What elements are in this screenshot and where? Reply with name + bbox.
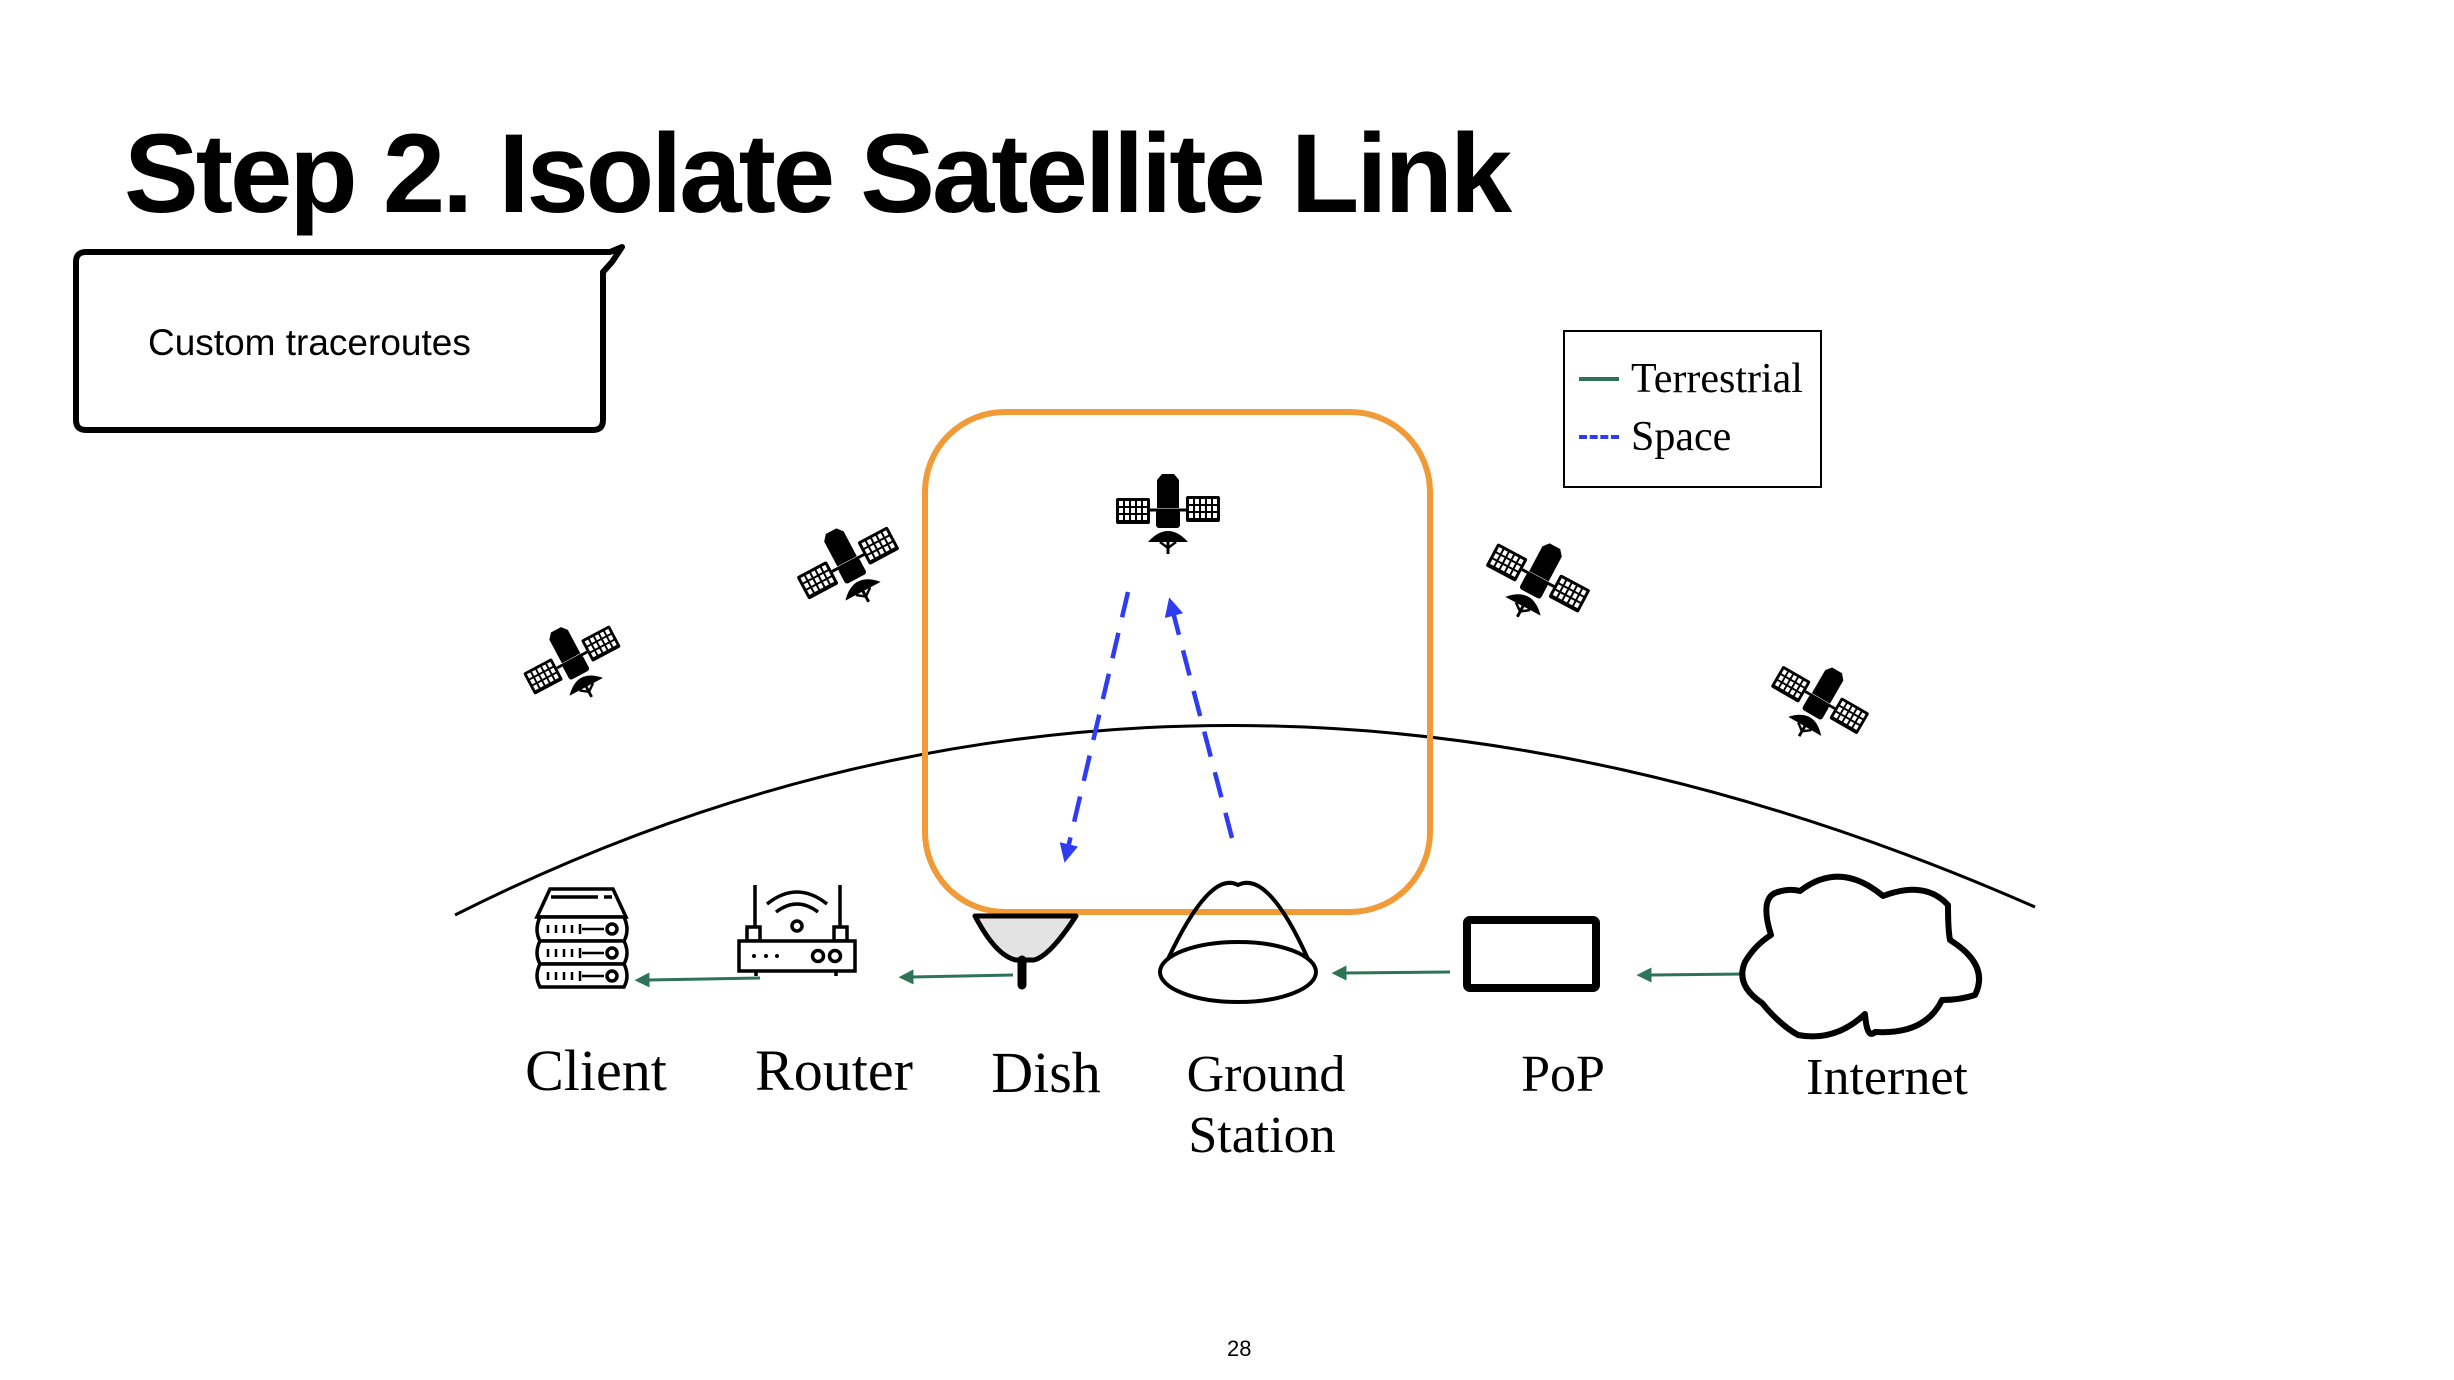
terrestrial-link-pop-to-groundstation (1331, 965, 1451, 981)
terrestrial-link-dish-to-router (898, 969, 1014, 985)
satellite-icon-2 (783, 505, 917, 628)
legend-swatch-dashed-line (1579, 435, 1619, 439)
callout-box (73, 244, 625, 433)
satellite-icon-4 (1754, 644, 1882, 763)
server-stack-icon (534, 887, 629, 989)
terrestrial-link-router-to-client (634, 972, 761, 988)
node-label-router: Router (755, 1038, 913, 1103)
node-label-client: Client (525, 1038, 667, 1103)
legend-label: Space (1631, 414, 1732, 460)
legend-item-terrestrial: Terrestrial (1579, 354, 1803, 404)
legend-item-space: Space (1579, 412, 1731, 462)
earth-horizon-arc (454, 724, 2036, 917)
node-label-pop: PoP (1521, 1046, 1605, 1103)
satellite-icon-highlighted (1114, 472, 1222, 556)
page-number: 28 (1227, 1336, 1252, 1361)
wifi-router-icon (737, 885, 857, 976)
slide-title: Step 2. Isolate Satellite Link (124, 111, 1512, 236)
cloud-icon (1739, 873, 1982, 1040)
legend-label: Terrestrial (1631, 356, 1803, 402)
space-link-satellite-to-dish (1059, 591, 1131, 863)
pop-box-icon (1463, 916, 1600, 992)
node-label-dish: Dish (991, 1040, 1101, 1105)
legend-swatch-solid-line (1579, 377, 1619, 381)
satellite-icon-3 (1469, 520, 1603, 643)
node-label-ground-station-line1: Ground (1186, 1046, 1346, 1103)
satellite-icon-1 (510, 605, 637, 722)
callout-text: Custom traceroutes (148, 322, 471, 363)
terrestrial-link-internet-to-pop (1636, 967, 1746, 983)
ground-station-dome-icon (1158, 880, 1318, 1004)
legend: Terrestrial Space (1563, 330, 1822, 488)
satellite-dish-icon (972, 913, 1079, 990)
node-label-ground-station-line2: Station (1188, 1107, 1336, 1164)
satellite-link-highlight-box (922, 409, 1433, 915)
node-label-internet: Internet (1806, 1049, 1968, 1106)
